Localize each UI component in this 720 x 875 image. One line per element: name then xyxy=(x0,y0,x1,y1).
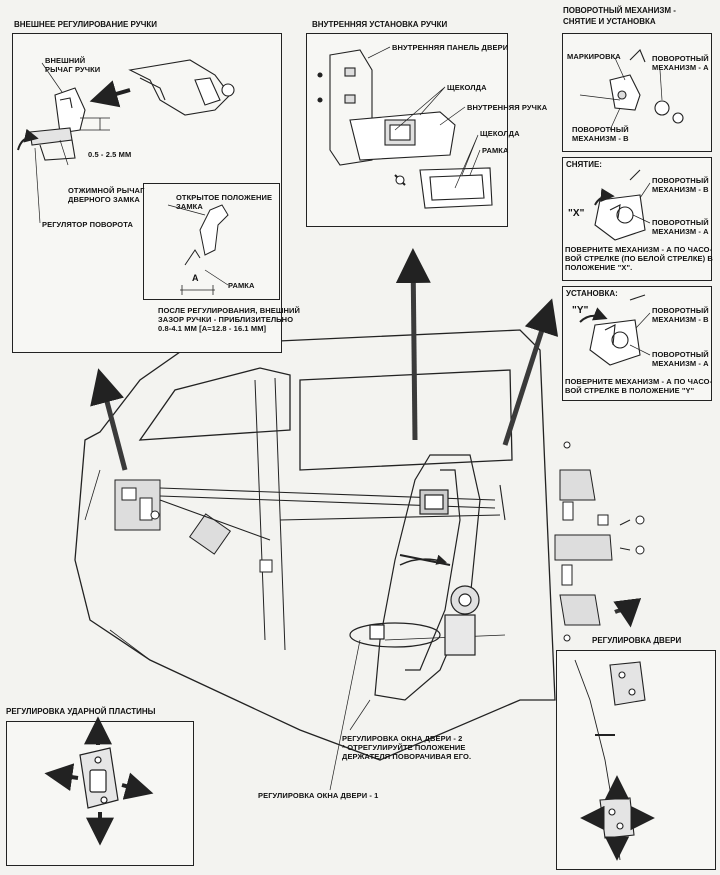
title-door-adjust: РЕГУЛИРОВКА ДВЕРИ xyxy=(592,636,682,645)
label-window-adj1: РЕГУЛИРОВКА ОКНА ДВЕРИ - 1 xyxy=(258,791,379,800)
inner-handle-drawing xyxy=(317,49,493,209)
title-install: УСТАНОВКА: xyxy=(566,289,618,298)
note-removal-3: ПОЛОЖЕНИЕ "X". xyxy=(565,263,633,272)
label-open-lock-1: ОТКРЫТОЕ ПОЛОЖЕНИЕ xyxy=(176,193,273,202)
leader-lines-rotary xyxy=(609,57,663,131)
label-inner-panel: ВНУТРЕННЯЯ ПАНЕЛЬ ДВЕРИ xyxy=(392,43,509,52)
label-rotary-a-2: МЕХАНИЗМ - А xyxy=(652,63,709,72)
label-removal-b-2: МЕХАНИЗМ - В xyxy=(652,185,709,194)
label-rotary-b-1: ПОВОРОТНЫЙ xyxy=(572,125,629,134)
label-outer-lever-1: ВНЕШНИЙ xyxy=(45,56,86,65)
door-adjust-drawing xyxy=(574,659,646,861)
leader-lines-outer xyxy=(34,62,229,286)
title-removal: СНЯТИЕ: xyxy=(566,160,602,169)
title-inner-handle: ВНУТРЕННЯЯ УСТАНОВКА РУЧКИ xyxy=(312,20,448,29)
title-striker: РЕГУЛИРОВКА УДАРНОЙ ПЛАСТИНЫ xyxy=(6,707,156,716)
door-adjust-arrows xyxy=(580,775,655,861)
removal-drawing xyxy=(594,169,646,241)
label-open-lock-2: ЗАМКА xyxy=(176,202,203,211)
striker-drawing xyxy=(79,747,119,809)
label-dim-a: A xyxy=(192,273,199,283)
label-gap: 0.5 - 2.5 ММ xyxy=(88,150,132,159)
label-install-a-2: МЕХАНИЗМ - А xyxy=(652,359,709,368)
leader-lines-install xyxy=(629,312,651,356)
label-removal-a-2: МЕХАНИЗМ - А xyxy=(652,227,709,236)
open-lock-inset-panel xyxy=(143,183,280,300)
outer-handle-drawing xyxy=(29,59,235,161)
label-inner-frame: РАМКА xyxy=(482,146,509,155)
note-install-1: ПОВЕРНИТЕ МЕХАНИЗМ - А ПО ЧАСО- xyxy=(565,377,713,386)
door-lock-mechanism xyxy=(114,479,273,573)
label-window-adj2-1: РЕГУЛИРОВКА ОКНА ДВЕРИ - 2 xyxy=(342,734,463,743)
callout-arrows xyxy=(90,248,559,471)
rotary-drawing xyxy=(579,49,684,124)
door-body xyxy=(74,329,556,761)
note-outer-2: ЗАЗОР РУЧКИ - ПРИБЛИЗИТЕЛЬНО xyxy=(158,315,294,324)
label-inner-latch2: ЩЕКОЛДА xyxy=(480,129,520,138)
title-outer-handle: ВНЕШНЕЕ РЕГУЛИРОВАНИЕ РУЧКИ xyxy=(14,20,157,29)
door-adjust-arrow xyxy=(613,598,642,628)
open-lock-inset-drawing xyxy=(180,204,229,295)
label-outer-lever-2: РЫЧАГ РУЧКИ xyxy=(45,65,101,74)
note-removal-2: ВОЙ СТРЕЛКЕ (ПО БЕЛОЙ СТРЕЛКЕ) В xyxy=(565,254,713,263)
leader-lines-window xyxy=(329,639,371,791)
label-inner-latch: ЩЕКОЛДА xyxy=(447,83,487,92)
window-arrow-rotate xyxy=(399,554,448,566)
label-rotary-a-1: ПОВОРОТНЫЙ xyxy=(652,54,709,63)
label-rotary-marking: МАРКИРОВКА xyxy=(567,52,621,61)
install-drawing xyxy=(589,294,646,366)
label-install-b-2: МЕХАНИЗМ - В xyxy=(652,315,709,324)
note-outer-1: ПОСЛЕ РЕГУЛИРОВАНИЯ, ВНЕШНИЙ xyxy=(158,306,301,315)
label-removal-x: "X" xyxy=(568,208,585,219)
label-removal-b-1: ПОВОРОТНЫЙ xyxy=(652,176,709,185)
note-install-2: ВОЙ СТРЕЛКЕ В ПОЛОЖЕНИЕ "Y" xyxy=(565,386,695,395)
label-release-2: ДВЕРНОГО ЗАМКА xyxy=(68,195,140,204)
note-removal-1: ПОВЕРНИТЕ МЕХАНИЗМ - А ПО ЧАСО- xyxy=(565,245,713,254)
leader-lines-inner xyxy=(367,46,481,189)
removal-rotate-arrow xyxy=(594,188,615,206)
label-install-y: "Y" xyxy=(572,305,589,316)
label-frame-outer: РАМКА xyxy=(228,281,255,290)
leader-lines-removal xyxy=(632,182,651,224)
door-hinges xyxy=(554,441,645,642)
label-rotation: РЕГУЛЯТОР ПОВОРОТА xyxy=(42,220,133,229)
window-regulator xyxy=(349,454,481,701)
label-rotary-b-2: МЕХАНИЗМ - В xyxy=(572,134,629,143)
label-window-adj2-2: * ОТРЕГУЛИРУЙТЕ ПОЛОЖЕНИЕ xyxy=(342,743,466,752)
title-rotary-line1: ПОВОРОТНЫЙ МЕХАНИЗМ - xyxy=(563,6,676,15)
striker-arrows xyxy=(44,716,154,846)
label-install-a-1: ПОВОРОТНЫЙ xyxy=(652,350,709,359)
label-inner-handle: ВНУТРЕННЯЯ РУЧКА xyxy=(467,103,548,112)
rotation-arrow xyxy=(17,128,39,151)
title-rotary-line2: СНЯТИЕ И УСТАНОВКА xyxy=(563,17,656,26)
install-rotate-arrow xyxy=(579,307,608,323)
label-removal-a-1: ПОВОРОТНЫЙ xyxy=(652,218,709,227)
outer-arrow-left xyxy=(89,80,131,108)
label-release-1: ОТЖИМНОЙ РЫЧАГ xyxy=(68,186,145,195)
label-window-adj2-3: ДЕРЖАТЕЛЯ ПОВОРАЧИВАЯ ЕГО. xyxy=(342,752,472,761)
note-outer-3: 0.8-4.1 ММ [A=12.8 - 16.1 ММ] xyxy=(158,324,267,333)
label-install-b-1: ПОВОРОТНЫЙ xyxy=(652,306,709,315)
